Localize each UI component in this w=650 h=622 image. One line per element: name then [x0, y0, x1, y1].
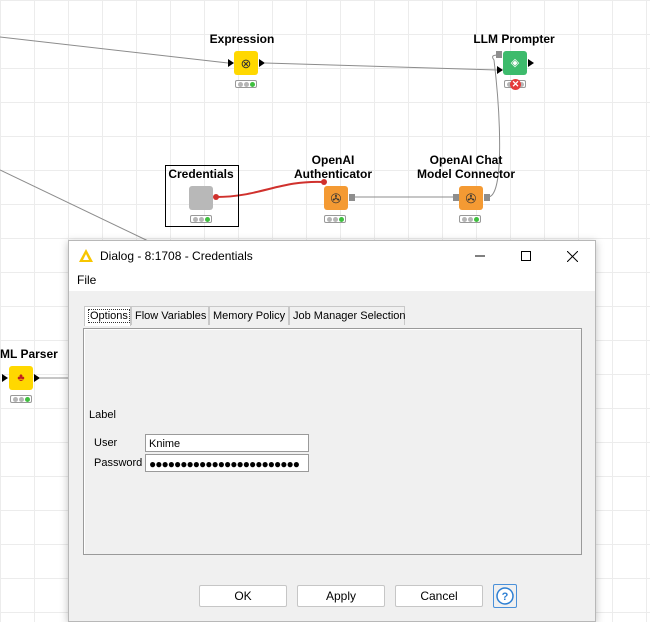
- xml-parser-status: [10, 395, 32, 403]
- ok-button[interactable]: OK: [199, 585, 287, 607]
- minimize-button[interactable]: [457, 241, 503, 271]
- openai-icon: ✇: [465, 190, 477, 206]
- connection-connector-to-llm[interactable]: [487, 54, 501, 198]
- openai-authenticator-node[interactable]: ✇: [324, 186, 348, 210]
- credentials-dialog: Dialog - 8:1708 - Credentials File Optio…: [68, 240, 596, 622]
- credentials-selection-frame: [165, 165, 239, 227]
- openai-authenticator-out-port[interactable]: [349, 194, 355, 201]
- help-button[interactable]: ?: [493, 584, 517, 608]
- xml-parser-in-port[interactable]: [2, 374, 8, 382]
- connection-to-expression[interactable]: [0, 36, 229, 64]
- maximize-button[interactable]: [503, 241, 549, 271]
- close-button[interactable]: [549, 241, 595, 271]
- expression-in-port[interactable]: [228, 59, 234, 67]
- menu-file[interactable]: File: [77, 273, 97, 287]
- maximize-icon: [521, 251, 531, 261]
- password-field[interactable]: ●●●●●●●●●●●●●●●●●●●●●●●●: [145, 454, 309, 472]
- llm-prompter-in-port[interactable]: [497, 66, 503, 74]
- expression-status: [235, 80, 257, 88]
- options-panel: [83, 328, 582, 555]
- llm-prompter-out-port[interactable]: [528, 59, 534, 67]
- minimize-icon: [475, 255, 485, 257]
- credentials-node[interactable]: [189, 186, 213, 210]
- llm-prompter-node[interactable]: ◈: [503, 51, 527, 75]
- credentials-out-port[interactable]: [213, 194, 219, 200]
- openai-chat-connector-in-port[interactable]: [453, 194, 459, 201]
- expression-node-title: Expression: [209, 32, 275, 46]
- tab-options-label: Options: [88, 309, 130, 323]
- password-label: Password: [94, 457, 143, 469]
- dialog-title: Dialog - 8:1708 - Credentials: [100, 249, 253, 263]
- expression-icon: ⊗: [240, 55, 252, 71]
- xml-parser-node-title: ML Parser: [0, 347, 58, 361]
- dialog-titlebar[interactable]: Dialog - 8:1708 - Credentials: [69, 241, 595, 271]
- knime-logo-icon: [79, 249, 93, 262]
- llm-prompter-node-title: LLM Prompter: [473, 32, 555, 46]
- openai-authenticator-node-title: OpenAI Authenticator: [294, 153, 372, 181]
- user-field[interactable]: Knime: [145, 434, 309, 452]
- xml-parser-node[interactable]: ♣: [9, 366, 33, 390]
- credentials-connection[interactable]: [215, 180, 325, 198]
- tab-memory-policy[interactable]: Memory Policy: [209, 306, 289, 325]
- close-icon: [566, 250, 578, 262]
- svg-text:?: ?: [502, 591, 509, 603]
- authenticator-in-port[interactable]: [321, 179, 327, 185]
- llm-prompter-icon: ◈: [510, 56, 520, 69]
- openai-icon: ✇: [330, 190, 342, 206]
- llm-prompter-model-port[interactable]: [496, 51, 502, 58]
- xml-parser-out-port[interactable]: [34, 374, 40, 382]
- error-icon: ✕: [510, 79, 521, 90]
- help-icon: ?: [496, 587, 514, 605]
- tab-job-manager-selection[interactable]: Job Manager Selection: [289, 306, 406, 325]
- label-heading: Label: [89, 409, 116, 421]
- openai-chat-connector-out-port[interactable]: [484, 194, 490, 201]
- expression-node[interactable]: ⊗: [234, 51, 258, 75]
- tab-options[interactable]: Options: [84, 306, 131, 326]
- xml-parser-icon: ♣: [17, 371, 25, 384]
- cancel-button[interactable]: Cancel: [395, 585, 483, 607]
- openai-chat-connector-node-title: OpenAI Chat Model Connector: [417, 153, 515, 181]
- user-label: User: [94, 437, 118, 449]
- openai-authenticator-status: [324, 215, 346, 223]
- credentials-node-title: Credentials: [168, 167, 234, 181]
- tab-flow-variables[interactable]: Flow Variables: [131, 306, 209, 325]
- dialog-menubar: File: [69, 271, 595, 291]
- openai-chat-connector-status: [459, 215, 481, 223]
- connection-expression-to-llm[interactable]: [264, 62, 498, 71]
- apply-button[interactable]: Apply: [297, 585, 385, 607]
- expression-out-port[interactable]: [259, 59, 265, 67]
- openai-chat-connector-node[interactable]: ✇: [459, 186, 483, 210]
- credentials-status: [190, 215, 212, 223]
